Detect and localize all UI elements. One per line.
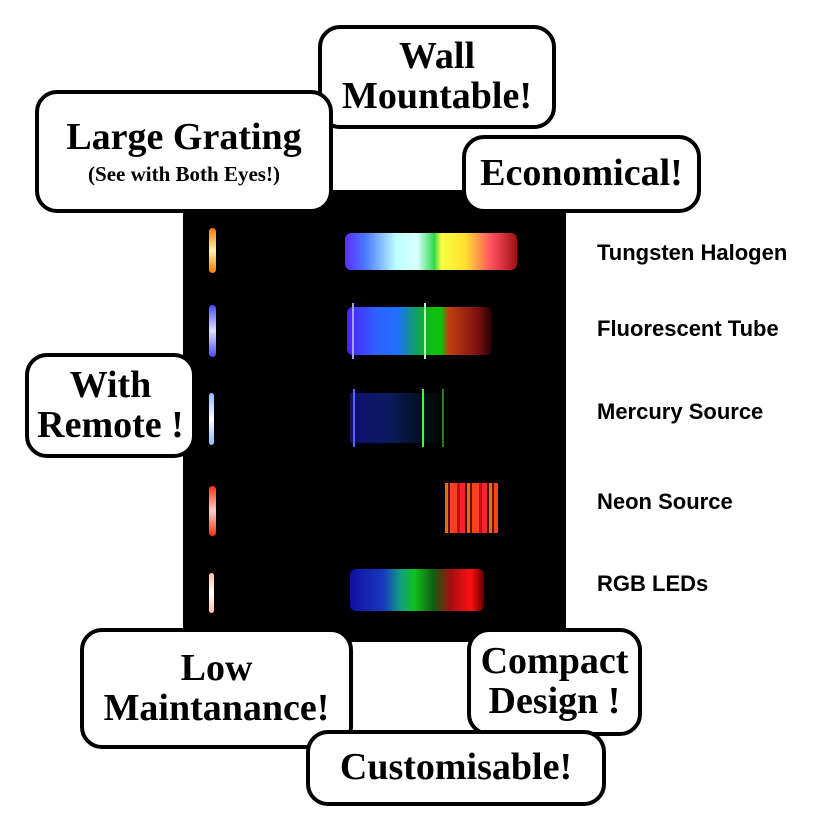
spectrum-rgb xyxy=(350,569,484,611)
spectrum-mercury xyxy=(350,389,446,447)
callout-line: Remote ! xyxy=(37,403,184,446)
callout-line: Maintanance! xyxy=(103,686,330,729)
label-rgb: RGB LEDs xyxy=(597,571,709,596)
slit-rgb xyxy=(209,573,214,613)
callout-line: Low xyxy=(180,646,253,689)
slit-mercury xyxy=(209,393,214,445)
callout-line: Customisable! xyxy=(339,746,573,789)
slit-fluorescent xyxy=(209,305,216,357)
callout-customisable: Customisable! xyxy=(306,730,606,806)
callout-large-grating: Large Grating (See with Both Eyes!) xyxy=(35,90,333,213)
callout-line: With xyxy=(69,363,152,406)
callout-low-maintenance: Low Maintanance! xyxy=(80,628,353,749)
callout-wall-mountable: Wall Mountable! xyxy=(318,25,556,129)
slit-tungsten xyxy=(209,228,216,273)
label-tungsten: Tungsten Halogen xyxy=(597,240,788,265)
label-fluorescent: Fluorescent Tube xyxy=(597,316,779,341)
spectrum-neon xyxy=(445,483,498,533)
callout-line: Wall xyxy=(398,35,476,78)
label-mercury: Mercury Source xyxy=(597,399,764,424)
callout-remote: With Remote ! xyxy=(25,353,196,458)
label-neon: Neon Source xyxy=(597,489,733,514)
callout-compact-design: Compact Design ! xyxy=(467,628,642,736)
callout-economical: Economical! xyxy=(462,135,701,213)
spectrum-tungsten xyxy=(345,233,517,270)
callout-line: Economical! xyxy=(480,152,683,195)
callout-title: Large Grating xyxy=(66,115,302,158)
callout-line: Mountable! xyxy=(342,75,532,117)
callout-line: Compact xyxy=(480,640,629,683)
callout-subtitle: (See with Both Eyes!) xyxy=(88,162,280,187)
callout-line: Design ! xyxy=(488,680,621,722)
spectrum-fluorescent xyxy=(347,303,492,359)
slit-neon xyxy=(209,486,216,536)
